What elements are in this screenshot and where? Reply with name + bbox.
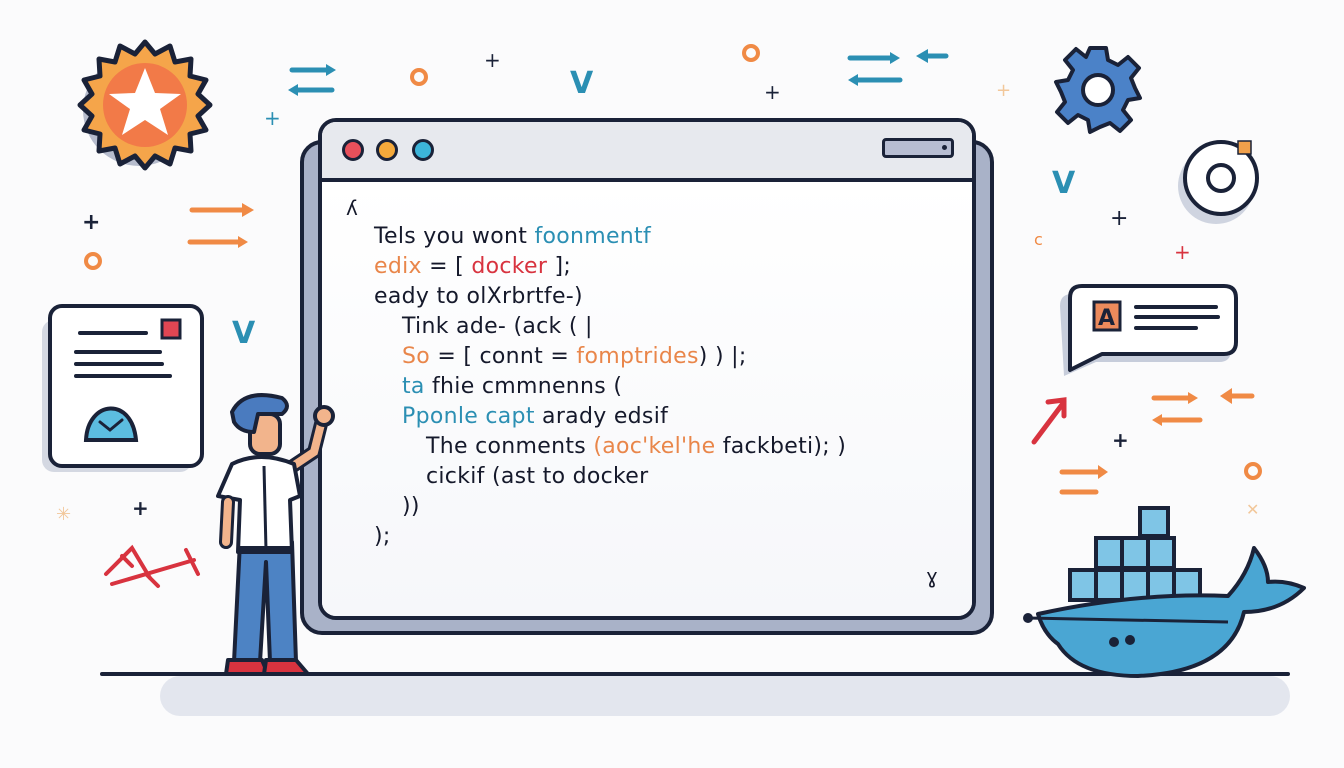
code-line: eady to olXrbrtfe-) — [374, 284, 583, 309]
developer-person-illustration — [204, 392, 344, 682]
code-token: fackbeti); ) — [715, 434, 847, 459]
code-token: Tels you wont — [374, 224, 535, 249]
code-token: So — [402, 344, 431, 369]
code-token: eady to olXrbrtfe-) — [374, 284, 583, 309]
minimize-dot-button[interactable] — [376, 139, 398, 161]
sparkle-icon: c — [1034, 230, 1043, 249]
plus-icon: + — [764, 80, 781, 104]
scribble-mark-icon — [102, 544, 202, 590]
code-line: edix = [ docker ]; — [374, 254, 571, 279]
swap-arrows-icon — [844, 48, 954, 92]
code-line: Tink ade- (ack ( | — [402, 314, 593, 339]
code-line: )) — [402, 494, 420, 519]
window-titlebar — [322, 122, 972, 182]
plus-icon: + — [82, 210, 101, 235]
plus-icon: + — [132, 496, 149, 520]
code-token: ); — [374, 524, 391, 549]
ring-icon — [742, 44, 760, 62]
star-badge-icon — [77, 38, 213, 172]
code-token: )) — [402, 494, 420, 519]
code-token: docker — [471, 254, 548, 279]
plus-icon: + — [264, 106, 281, 130]
code-token: ) ) |; — [698, 344, 747, 369]
code-area: ʎ Tels you wont foonmentf edix = [ docker… — [322, 182, 972, 616]
maximize-dot-button[interactable] — [412, 139, 434, 161]
ground-shadow — [160, 676, 1290, 716]
ring-icon — [1244, 462, 1262, 480]
ring-icon — [84, 252, 102, 270]
code-token: fhie cmmnenns ( — [424, 374, 623, 399]
corner-mark-bottom: ɣ — [926, 564, 938, 588]
code-token: cickif (ast to docker — [426, 464, 649, 489]
code-editor-window: ʎ Tels you wont foonmentf edix = [ docker… — [318, 118, 976, 620]
plus-icon: + — [1110, 206, 1129, 231]
plus-icon: + — [484, 48, 501, 72]
chat-bubble-icon: A — [1056, 280, 1246, 380]
ground-line — [100, 672, 1290, 676]
code-line: ); — [374, 524, 391, 549]
code-token: (aoc'kel'he — [593, 434, 716, 459]
corner-mark-top: ʎ — [346, 196, 358, 220]
docker-whale-icon — [1018, 504, 1308, 684]
sparkle-icon: + — [996, 80, 1012, 101]
code-token: = [ connt = — [430, 344, 577, 369]
code-token: ]; — [547, 254, 572, 279]
code-token: The conments — [426, 434, 594, 459]
code-token: Tink ade- (ack ( | — [402, 314, 593, 339]
code-line: Tels you wont foonmentf — [374, 224, 651, 249]
ring-icon — [410, 68, 428, 86]
swap-arrows-icon — [1148, 384, 1258, 428]
code-token: foonmentf — [534, 224, 652, 249]
swap-arrows-icon — [286, 62, 338, 102]
right-arrows-icon — [186, 200, 256, 252]
diagonal-arrow-icon — [1030, 394, 1070, 446]
check-mark-icon: V — [232, 316, 256, 351]
code-token: fomptrides — [576, 344, 699, 369]
close-dot-button[interactable] — [342, 139, 364, 161]
plus-icon: + — [1112, 428, 1129, 452]
code-token: = [ — [421, 254, 472, 279]
code-line: ta fhie cmmnenns ( — [402, 374, 622, 399]
gear-icon — [1052, 44, 1144, 136]
sparkle-icon: ✳ — [56, 504, 72, 525]
address-bar[interactable] — [882, 138, 954, 158]
code-token: Pponle capt — [402, 404, 535, 429]
code-token: ta — [402, 374, 425, 399]
right-arrows-icon — [1056, 462, 1116, 502]
check-mark-icon: V — [1052, 166, 1076, 201]
code-line: So = [ connt = fomptrides) ) |; — [402, 344, 747, 369]
cd-disc-icon — [1178, 138, 1268, 228]
code-line: Pponle capt arady edsif — [402, 404, 668, 429]
code-line: cickif (ast to docker — [426, 464, 648, 489]
sparkle-icon: ✕ — [1246, 500, 1260, 519]
code-token: edix — [374, 254, 422, 279]
svg-text:A: A — [1098, 306, 1115, 331]
plus-icon: + — [1174, 240, 1191, 264]
code-token: arady edsif — [534, 404, 669, 429]
code-line: The conments (aoc'kel'he fackbeti); ) — [426, 434, 846, 459]
document-card-icon — [40, 300, 210, 480]
check-mark-icon: V — [570, 66, 594, 101]
